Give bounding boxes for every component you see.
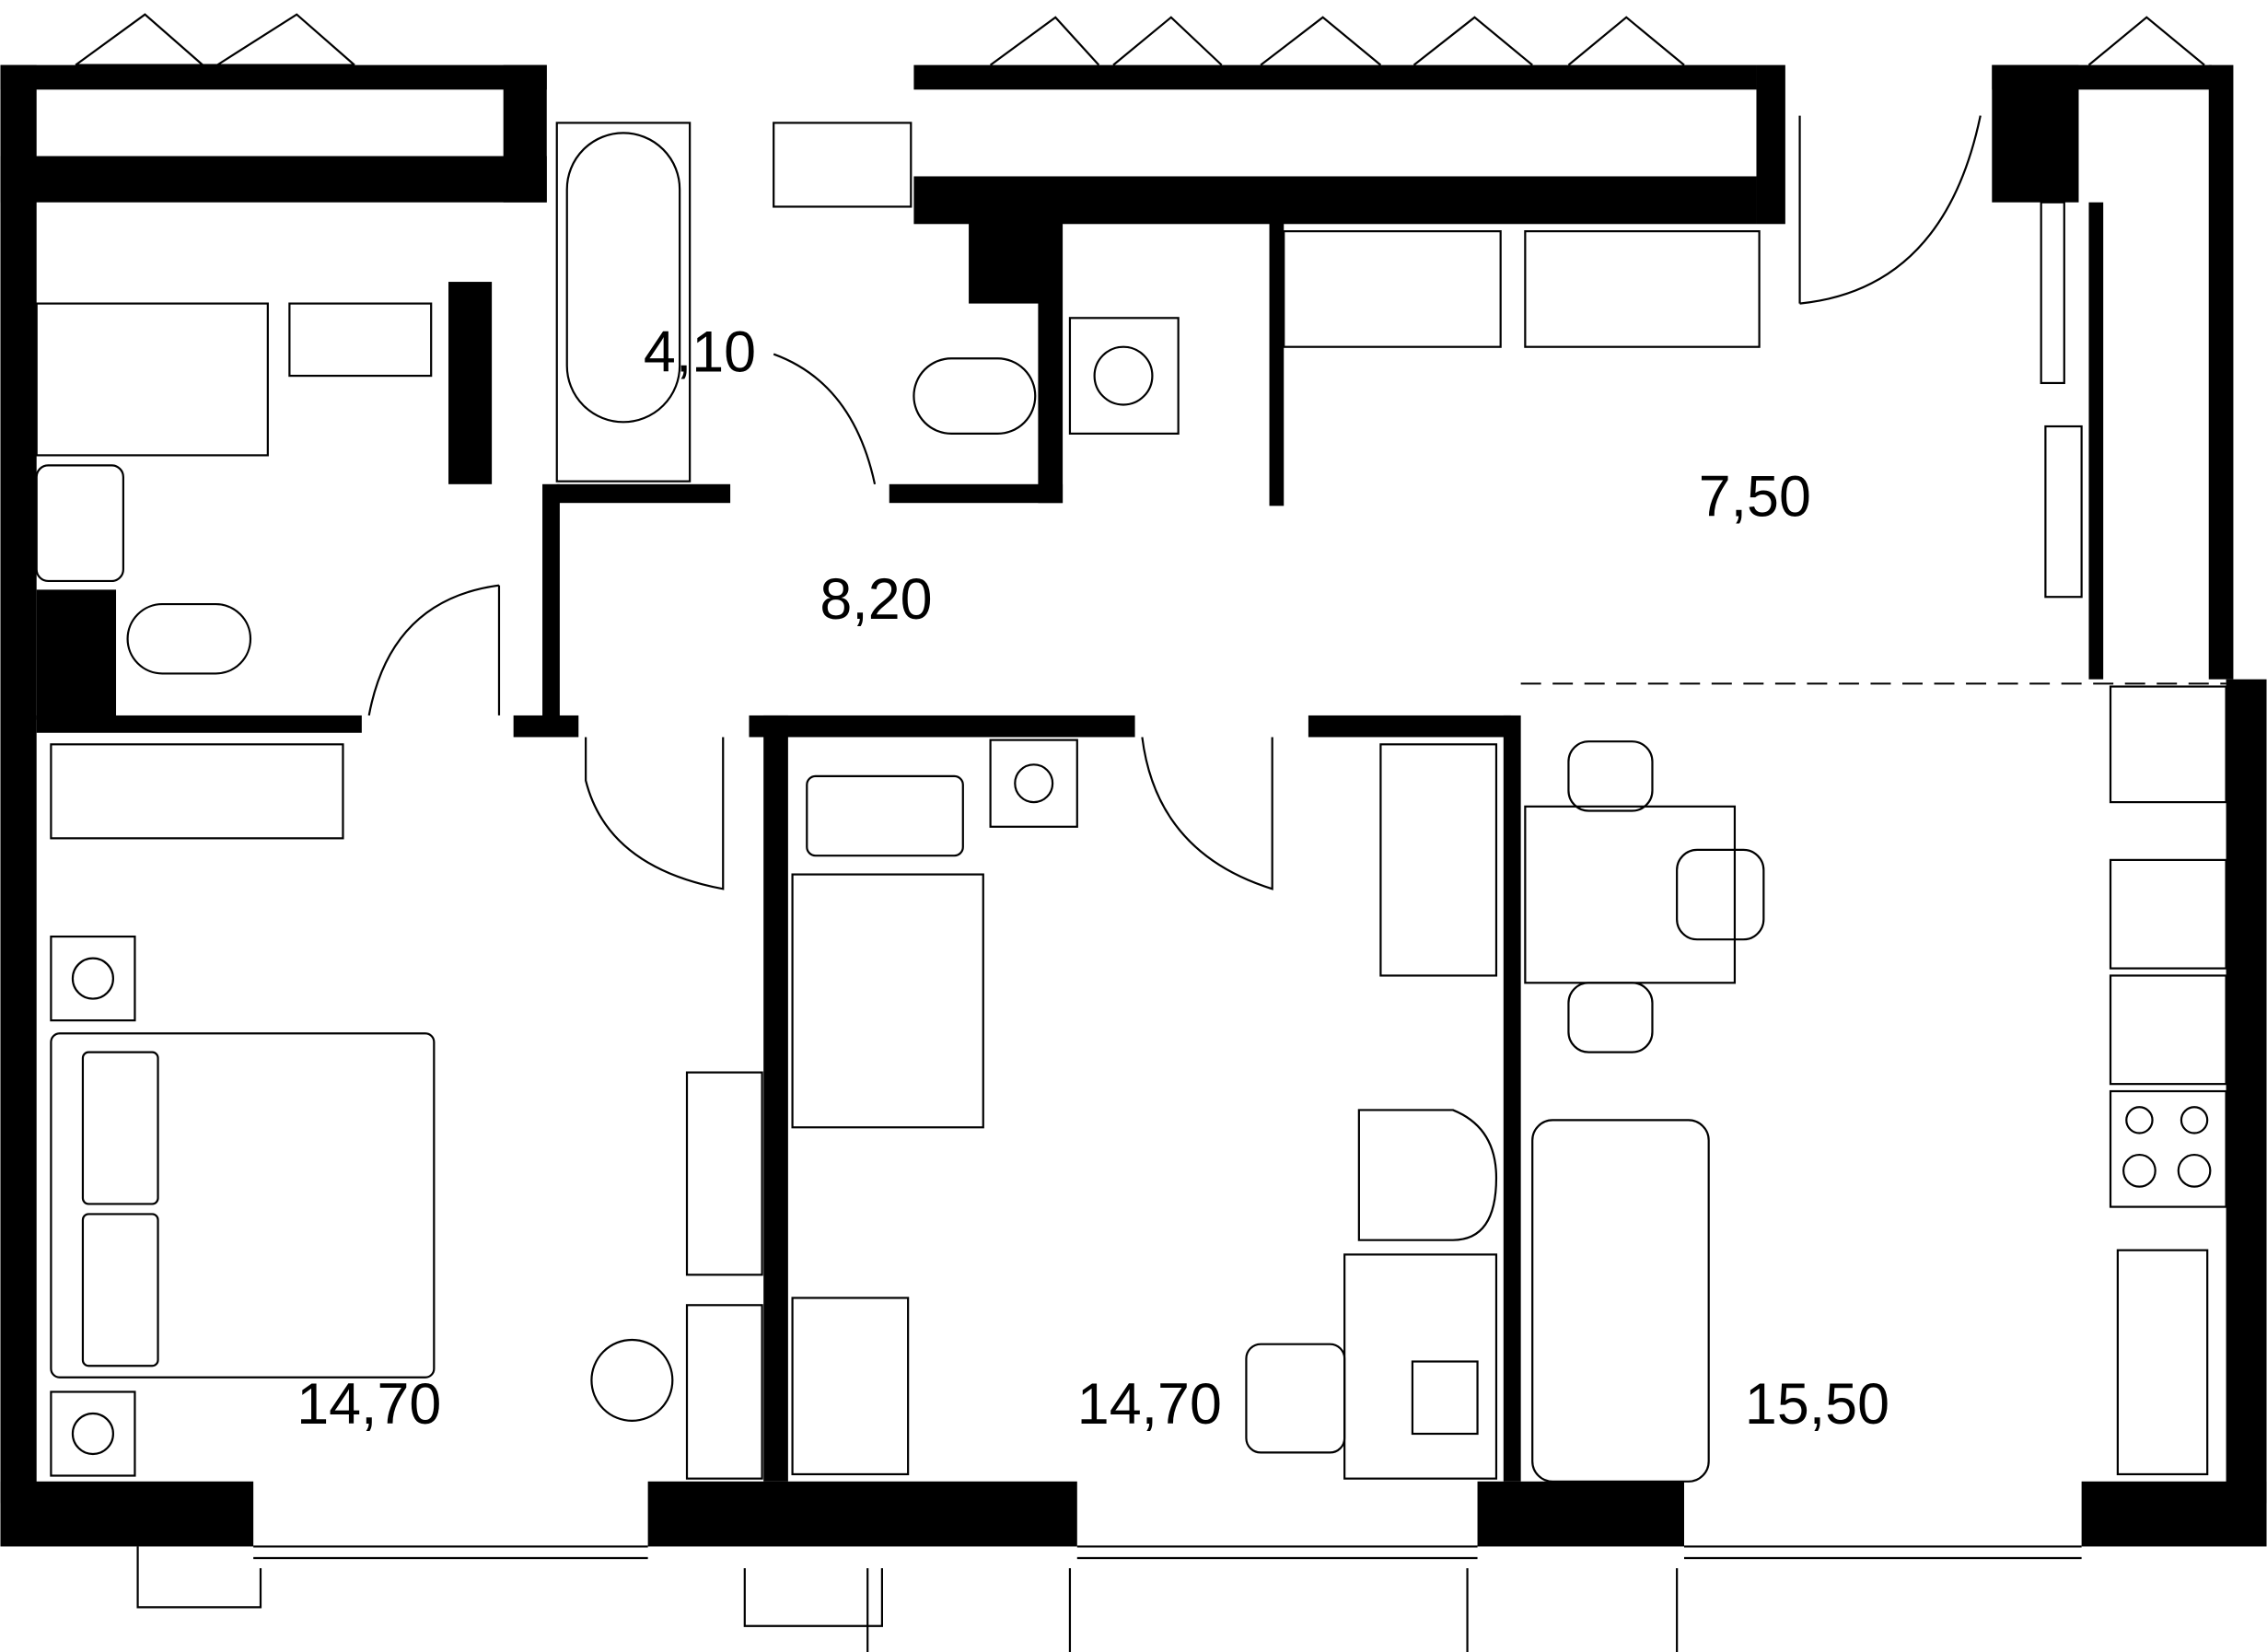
room-area-bathroom: 4,10 bbox=[644, 320, 756, 384]
shoe-rack bbox=[2040, 201, 2065, 385]
window-top-center bbox=[989, 16, 1685, 66]
kitchen-dishwasher bbox=[2109, 974, 2227, 1086]
bathtub bbox=[555, 122, 692, 483]
laptop bbox=[1411, 1360, 1479, 1436]
desk-chair bbox=[1245, 1343, 1346, 1454]
door-bedroom1 bbox=[585, 737, 725, 890]
room-area-bedroom: 14,70 bbox=[296, 1372, 441, 1437]
furniture bbox=[35, 122, 2227, 1483]
kitchen-hob-cabinet bbox=[2109, 685, 2227, 804]
wardrobe-hangers bbox=[1524, 230, 1761, 348]
bathtub-inner bbox=[565, 132, 681, 424]
wall-bottom-3 bbox=[1477, 1481, 1684, 1547]
nightstand-2 bbox=[50, 1390, 136, 1477]
wall-bedroom-divider bbox=[763, 715, 788, 1482]
door-bedroom2 bbox=[1141, 737, 1273, 890]
cabinet bbox=[685, 1304, 763, 1480]
dining-table bbox=[1524, 805, 1737, 984]
room-area-living-kitchen: 15,50 bbox=[1745, 1372, 1889, 1437]
wardrobe-1 bbox=[1283, 230, 1502, 348]
pillow-2 bbox=[81, 1213, 159, 1367]
door-bath2 bbox=[773, 353, 877, 485]
wall-bottom-4 bbox=[2081, 1481, 2267, 1547]
wardrobe-bedroom2 bbox=[791, 1297, 910, 1476]
sink-2 bbox=[35, 464, 124, 583]
kitchen-stove bbox=[2109, 1089, 2227, 1208]
wall-living-divider bbox=[1503, 715, 1521, 1482]
entrance-cabinet bbox=[2044, 425, 2083, 599]
wardrobe-bedroom2b bbox=[1379, 743, 1498, 977]
room-area-hallway: 8,20 bbox=[820, 567, 932, 632]
single-bed-pillow bbox=[806, 774, 964, 857]
toilet bbox=[913, 357, 1037, 435]
single-bed bbox=[791, 873, 984, 1129]
wall-hall-left bbox=[542, 483, 560, 723]
room-labels: 4,10 8,20 7,50 14,70 14,70 15,50 bbox=[296, 320, 1889, 1437]
pillow-1 bbox=[81, 1051, 159, 1205]
toilet-2 bbox=[126, 602, 252, 675]
washing-machine bbox=[1068, 317, 1180, 435]
dining-chair-2 bbox=[1567, 982, 1654, 1053]
shower bbox=[35, 302, 269, 457]
tv-stand bbox=[685, 1071, 763, 1276]
fridge-cabinet bbox=[2116, 1249, 2209, 1476]
balcony-outline bbox=[136, 1546, 1679, 1652]
desk bbox=[1343, 1253, 1498, 1480]
shower-tray bbox=[288, 302, 433, 378]
door-entrance bbox=[1798, 115, 1982, 305]
nightstand-3 bbox=[989, 739, 1078, 828]
armchair bbox=[1357, 1109, 1498, 1241]
room-area-entrance: 7,50 bbox=[1699, 464, 1811, 529]
windows bbox=[75, 13, 2205, 1652]
wall-bath-1 bbox=[448, 282, 493, 484]
wall-top-left bbox=[0, 64, 547, 90]
wall-top-left-inner bbox=[0, 156, 547, 203]
kitchen-sink bbox=[2109, 858, 2227, 970]
round-table bbox=[590, 1338, 674, 1422]
wall-top-center bbox=[913, 64, 1757, 90]
wall-bedroom2-top bbox=[749, 715, 1135, 738]
doors[interactable] bbox=[367, 115, 1982, 890]
window-bottom bbox=[253, 1545, 2082, 1560]
walls bbox=[0, 64, 2267, 1547]
dining-chair-1 bbox=[1567, 740, 1654, 812]
dining-chair-3 bbox=[1676, 848, 1765, 941]
wall-bottom-2 bbox=[647, 1481, 1077, 1547]
room-area-second-bedroom: 14,70 bbox=[1077, 1372, 1222, 1437]
double-bed bbox=[50, 1032, 436, 1379]
wall-left bbox=[0, 64, 37, 1504]
door-bath1 bbox=[367, 584, 501, 716]
window-top-left bbox=[75, 13, 355, 66]
wardrobe-bedroom1 bbox=[50, 743, 344, 840]
window-top-right bbox=[2087, 16, 2205, 66]
wall-right-lower bbox=[2226, 679, 2267, 1504]
nightstand-1 bbox=[50, 935, 136, 1022]
wall-bottom-1 bbox=[0, 1481, 254, 1547]
sofa bbox=[1531, 1119, 1710, 1483]
wall-right-upper bbox=[2208, 64, 2234, 680]
sink bbox=[773, 122, 913, 208]
